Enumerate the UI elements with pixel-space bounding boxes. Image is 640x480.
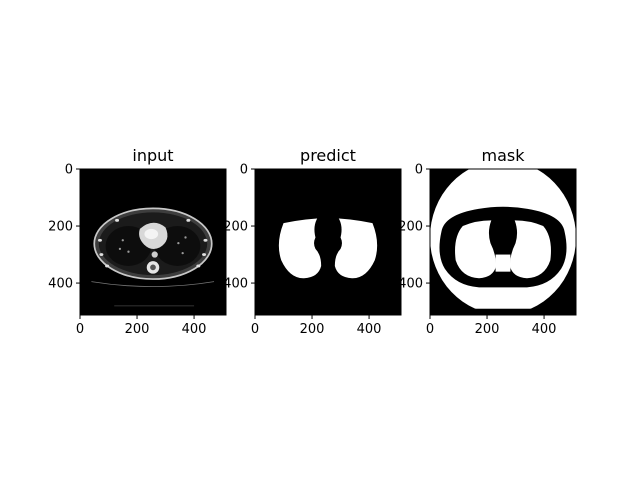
x-tick-label: 400 [532,322,557,337]
image-lung-segmentation-prediction [255,169,401,315]
x-tick-label: 0 [251,322,259,337]
y-tick-label: 0 [65,163,73,178]
panel-title: predict [300,146,356,165]
image-ground-truth-mask [430,169,576,315]
y-tick-label: 200 [398,220,423,235]
x-tick-label: 400 [357,322,382,337]
x-tick-label: 200 [475,322,500,337]
x-tick-label: 400 [182,322,207,337]
panel-predict: predict 0 200 400 0 200 400 [223,146,402,337]
y-tick-label: 0 [240,163,248,178]
panel-input: input 0 200 400 0 200 400 [48,146,227,337]
y-tick-label: 200 [223,220,248,235]
x-tick-label: 0 [426,322,434,337]
x-tick-label: 200 [300,322,325,337]
axes-frame [79,168,227,316]
panel-title: mask [482,146,526,165]
x-tick-label: 200 [125,322,150,337]
y-tick-label: 400 [48,277,73,292]
panel-title: input [132,146,173,165]
y-tick-label: 200 [48,220,73,235]
image-ct-slice [80,169,226,315]
axes-frame [429,168,577,316]
x-tick-label: 0 [76,322,84,337]
y-tick-label: 400 [223,277,248,292]
y-tick-label: 0 [415,163,423,178]
panel-mask: mask 0 200 400 0 200 400 [398,146,577,337]
y-tick-label: 400 [398,277,423,292]
axes-frame [254,168,402,316]
